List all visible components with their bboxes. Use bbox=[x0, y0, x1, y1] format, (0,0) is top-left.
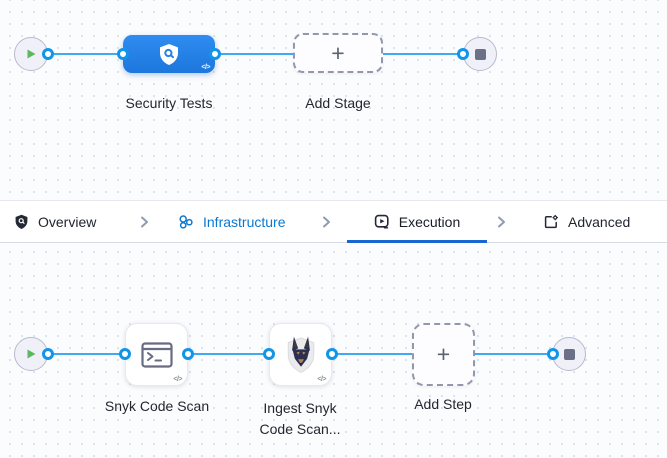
tab-execution[interactable]: Execution bbox=[347, 201, 487, 242]
connector-port[interactable] bbox=[42, 348, 54, 360]
tab-infrastructure[interactable]: Infrastructure bbox=[178, 201, 285, 242]
connector-port[interactable] bbox=[326, 348, 338, 360]
add-stage-node[interactable]: + bbox=[293, 33, 383, 73]
step-node-snyk-code-scan[interactable]: </> bbox=[125, 323, 188, 386]
add-step-node[interactable]: + bbox=[412, 323, 475, 386]
connector-port[interactable] bbox=[209, 48, 221, 60]
tab-advanced[interactable]: Advanced bbox=[543, 201, 630, 242]
plus-icon: + bbox=[331, 39, 345, 66]
step-label: Snyk Code Scan bbox=[104, 398, 210, 414]
connector-port[interactable] bbox=[547, 348, 559, 360]
shield-scan-icon bbox=[157, 42, 181, 66]
play-icon bbox=[25, 48, 37, 60]
pipeline-end-node bbox=[463, 37, 497, 71]
step-label-line1: Ingest Snyk bbox=[263, 400, 337, 416]
stage-config-tabbar: Overview Infrastructure Execution bbox=[0, 200, 667, 243]
execution-step-canvas[interactable]: </> </> + Snyk Code Scan bbox=[0, 243, 667, 458]
shield-overview-icon bbox=[14, 214, 29, 230]
code-toggle-icon: </> bbox=[317, 376, 326, 383]
add-step-label: Add Step bbox=[414, 396, 472, 412]
stop-icon bbox=[474, 48, 486, 60]
chevron-right-icon bbox=[494, 215, 508, 234]
connector-port[interactable] bbox=[182, 348, 194, 360]
stage-label: Security Tests bbox=[125, 95, 213, 111]
tab-overview[interactable]: Overview bbox=[14, 201, 96, 242]
play-icon bbox=[25, 348, 37, 360]
tab-label: Execution bbox=[398, 213, 461, 230]
connector-port[interactable] bbox=[117, 48, 129, 60]
advanced-settings-icon bbox=[543, 214, 559, 230]
connector-port[interactable] bbox=[42, 48, 54, 60]
stage-connector-line bbox=[48, 53, 463, 55]
connector-port[interactable] bbox=[457, 48, 469, 60]
stage-node-security-tests[interactable]: </> bbox=[123, 35, 215, 73]
chevron-right-icon bbox=[137, 215, 151, 234]
stage-flow-canvas[interactable]: </> + Security Tests Add Stage bbox=[0, 0, 667, 200]
stop-icon bbox=[563, 348, 575, 360]
add-stage-label: Add Stage bbox=[305, 95, 371, 111]
infrastructure-icon bbox=[178, 214, 194, 230]
active-tab-underline bbox=[347, 240, 487, 243]
snyk-dog-icon bbox=[284, 335, 318, 375]
tab-label: Infrastructure bbox=[203, 213, 286, 230]
step-node-ingest-snyk[interactable]: </> bbox=[269, 323, 332, 386]
tab-label: Advanced bbox=[568, 213, 631, 230]
step-label: Ingest Snyk Code Scan... bbox=[260, 398, 341, 440]
plus-icon: + bbox=[436, 341, 451, 367]
tab-label: Overview bbox=[38, 213, 97, 230]
code-toggle-icon: </> bbox=[173, 376, 182, 383]
connector-port[interactable] bbox=[263, 348, 275, 360]
code-toggle-icon: </> bbox=[201, 64, 210, 71]
terminal-icon bbox=[140, 341, 173, 368]
chevron-right-icon bbox=[319, 215, 333, 234]
connector-port[interactable] bbox=[119, 348, 131, 360]
step-label-line2: Code Scan... bbox=[259, 421, 341, 437]
execution-icon bbox=[374, 214, 390, 230]
